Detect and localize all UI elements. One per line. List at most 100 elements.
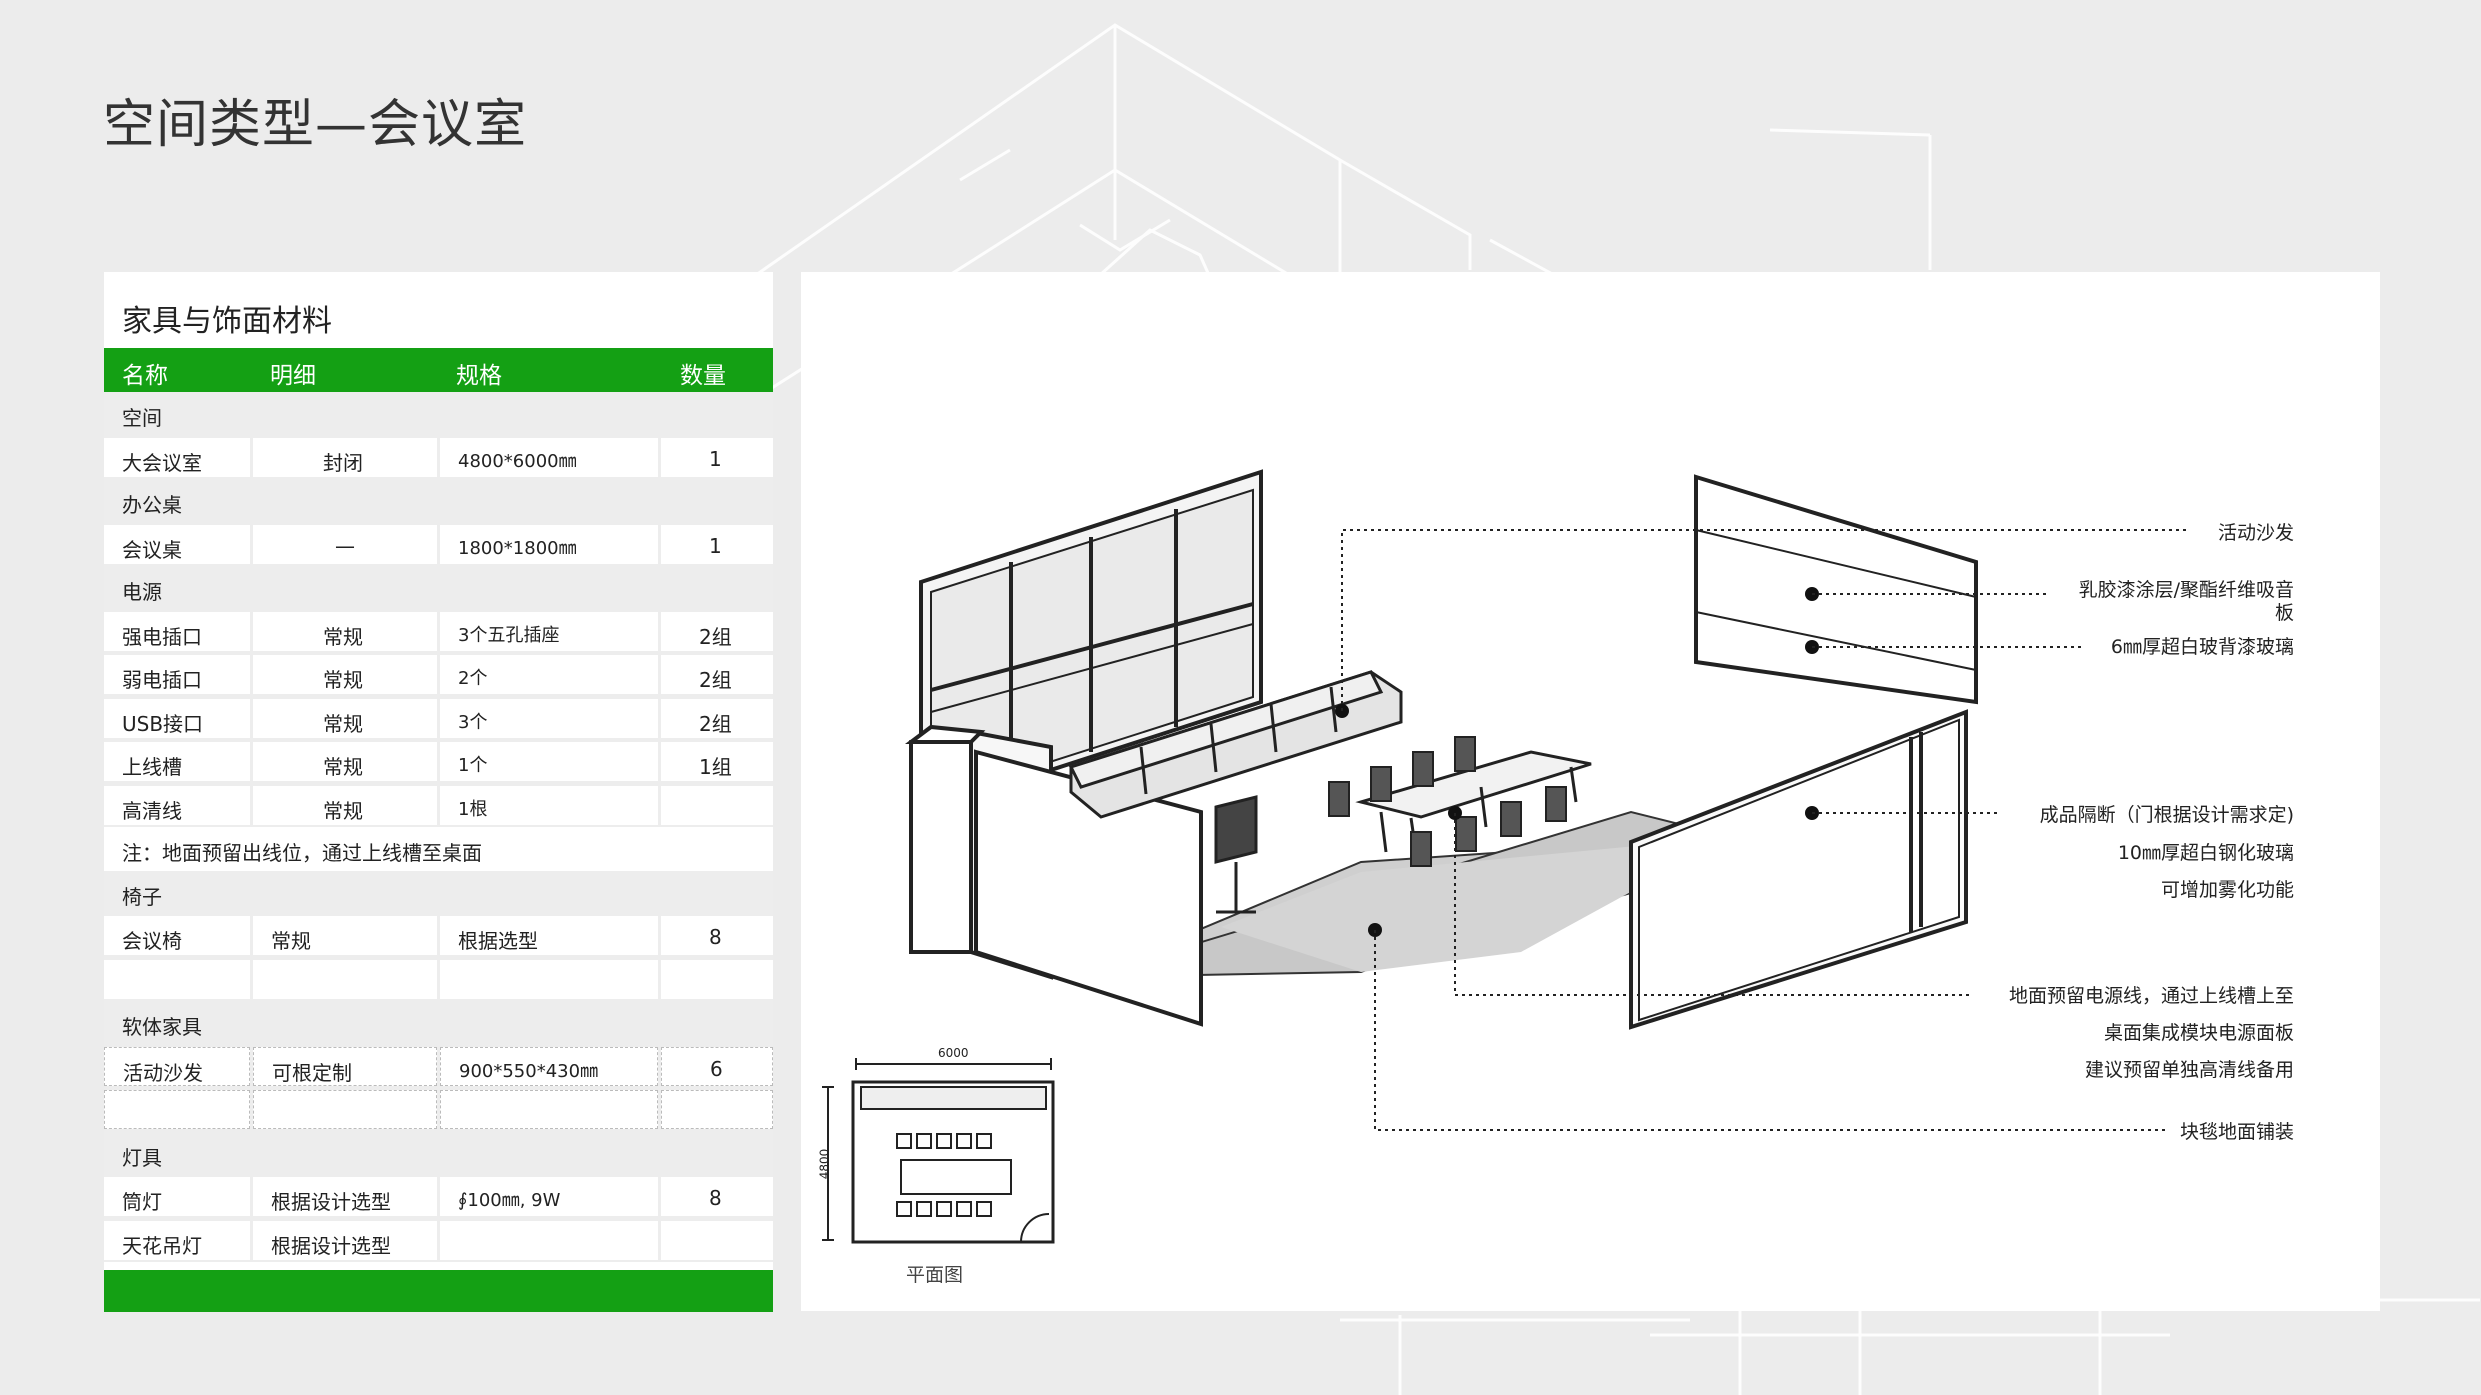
- cell-detail: 常规: [323, 755, 363, 779]
- cell-spec: 1800*1800㎜: [458, 537, 577, 559]
- sofa-row: [1068, 670, 1403, 819]
- plan-width-dimension: 6000: [938, 1046, 969, 1060]
- callout-glass-back: 6㎜厚超白玻背漆玻璃: [2110, 636, 2294, 658]
- table-row: 天花吊灯 根据设计选型: [104, 1218, 773, 1262]
- note-text: 注：地面预留出线位，通过上线槽至桌面: [122, 841, 482, 865]
- cell-detail: 常规: [323, 711, 363, 736]
- callout-tempered-glass: 10㎜厚超白钢化玻璃: [2117, 842, 2294, 864]
- cell-detail: 常规: [271, 929, 311, 953]
- category-row: 电源: [104, 566, 773, 610]
- cell-quantity: 8: [709, 925, 722, 949]
- category-row: 椅子: [104, 870, 773, 914]
- cell-detail: 常规: [323, 624, 363, 649]
- table-row: 大会议室 封闭 4800*6000㎜ 1: [104, 435, 773, 479]
- table-row-empty: [104, 957, 773, 1001]
- cell-spec: 4800*6000㎜: [458, 450, 577, 472]
- cell-quantity: 8: [709, 1186, 722, 1210]
- plan-depth-dimension: 4800: [817, 1148, 832, 1180]
- cell-detail: 根据设计选型: [271, 1233, 391, 1258]
- cell-quantity: 2组: [699, 624, 732, 649]
- chairs: [1328, 736, 1567, 867]
- callout-partition: 成品隔断（门根据设计需求定): [2039, 804, 2294, 826]
- cell-quantity: 6: [710, 1056, 723, 1081]
- table-heading: 家具与饰面材料: [122, 304, 332, 339]
- cell-detail: 封闭: [323, 450, 363, 475]
- cell-quantity: 2组: [699, 668, 732, 692]
- isometric-room-drawing: [822, 469, 2186, 1244]
- category-label: 软体家具: [122, 1015, 202, 1039]
- cell-spec: 900*550*430㎜: [459, 1060, 599, 1082]
- table-row-empty: [104, 1088, 773, 1132]
- table-note: 注：地面预留出线位，通过上线槽至桌面: [104, 827, 773, 871]
- cell-detail: 常规: [323, 798, 363, 823]
- cell-name: 高清线: [122, 798, 182, 823]
- table-row: USB接口 常规 3个 2组: [104, 696, 773, 740]
- header-detail: 明细: [270, 363, 316, 389]
- cell-name: 筒灯: [122, 1190, 162, 1214]
- header-spec: 规格: [456, 363, 502, 389]
- header-name: 名称: [122, 363, 168, 389]
- cell-quantity: 2组: [699, 711, 732, 736]
- callout-floor-power-cont: 桌面集成模块电源面板: [2103, 1022, 2294, 1044]
- category-label: 空间: [122, 406, 162, 430]
- table-row: 弱电插口 常规 2个 2组: [104, 653, 773, 697]
- cell-quantity: 1组: [699, 755, 732, 779]
- category-row: 软体家具: [104, 1001, 773, 1045]
- callout-wall-finish-cont: 板: [2274, 602, 2294, 624]
- cell-name: 会议桌: [122, 537, 182, 562]
- cell-name: 上线槽: [122, 755, 182, 779]
- callout-fog: 可增加雾化功能: [2160, 879, 2294, 901]
- callout-floor-power: 地面预留电源线，通过上线槽上至: [2008, 985, 2294, 1007]
- category-label: 灯具: [122, 1145, 162, 1170]
- cell-name: USB接口: [122, 711, 204, 736]
- cell-detail: 常规: [323, 668, 363, 692]
- materials-table-panel: 家具与饰面材料 名称 明细 规格 数量 空间 大会议室 封闭 4800*6000…: [104, 272, 773, 1312]
- header-quantity: 数量: [680, 363, 726, 389]
- plan-label: 平面图: [906, 1264, 964, 1286]
- table-row: 高清线 常规 1根: [104, 783, 773, 827]
- back-wall-panel: [1694, 474, 1978, 705]
- table-body: 空间 大会议室 封闭 4800*6000㎜ 1 办公桌 会议桌 — 1800*1…: [104, 392, 773, 1262]
- cell-spec: 3个五孔插座: [458, 624, 560, 646]
- cell-spec: 1个: [458, 755, 488, 776]
- cell-name: 天花吊灯: [122, 1233, 202, 1258]
- callout-wall-finish: 乳胶漆涂层/聚酯纤维吸音: [2078, 579, 2294, 601]
- cell-spec: 3个: [458, 711, 488, 733]
- cell-spec: 1根: [458, 798, 488, 820]
- category-label: 办公桌: [122, 493, 182, 517]
- category-row: 空间: [104, 392, 773, 436]
- glass-partition: [1629, 709, 1968, 1030]
- category-row: 灯具: [104, 1131, 773, 1175]
- cell-quantity: 1: [709, 533, 722, 558]
- category-row: 办公桌: [104, 479, 773, 523]
- table-header-row: 名称 明细 规格 数量: [104, 348, 773, 392]
- left-wall: [905, 724, 1203, 1027]
- floor-plan: [822, 1058, 1055, 1244]
- cell-name: 强电插口: [122, 624, 202, 649]
- cell-detail: 根据设计选型: [271, 1190, 391, 1214]
- table-row: 活动沙发 可根定制 900*550*430㎜ 6: [104, 1044, 773, 1088]
- cell-name: 活动沙发: [123, 1060, 203, 1085]
- cell-spec: 2个: [458, 668, 488, 689]
- callout-carpet: 块毯地面铺装: [2179, 1121, 2294, 1143]
- table-row: 上线槽 常规 1个 1组: [104, 740, 773, 784]
- callout-sofa: 活动沙发: [2217, 522, 2294, 544]
- table-footer-bar: [104, 1270, 773, 1312]
- table-row: 筒灯 根据设计选型 ∮100㎜, 9W 8: [104, 1175, 773, 1219]
- callout-hdmi: 建议预留单独高清线备用: [2084, 1059, 2294, 1081]
- cell-detail: —: [335, 533, 355, 558]
- table-row: 会议椅 常规 根据选型 8: [104, 914, 773, 958]
- category-label: 椅子: [122, 884, 162, 909]
- cell-name: 弱电插口: [122, 668, 202, 692]
- page-title: 空间类型—会议室: [103, 95, 528, 155]
- cell-name: 大会议室: [122, 450, 202, 475]
- meeting-room-diagram-panel: 活动沙发 乳胶漆涂层/聚酯纤维吸音 板 6㎜厚超白玻背漆玻璃 成品隔断（门根据设…: [801, 272, 2380, 1311]
- cell-name: 会议椅: [122, 929, 182, 953]
- cell-spec: 根据选型: [458, 929, 538, 953]
- cell-detail: 可根定制: [272, 1060, 352, 1085]
- category-label: 电源: [122, 580, 162, 604]
- callout-leaders: [1341, 529, 2186, 1131]
- table-row: 强电插口 常规 3个五孔插座 2组: [104, 609, 773, 653]
- cell-spec: ∮100㎜, 9W: [458, 1190, 561, 1211]
- cell-quantity: 1: [709, 446, 722, 471]
